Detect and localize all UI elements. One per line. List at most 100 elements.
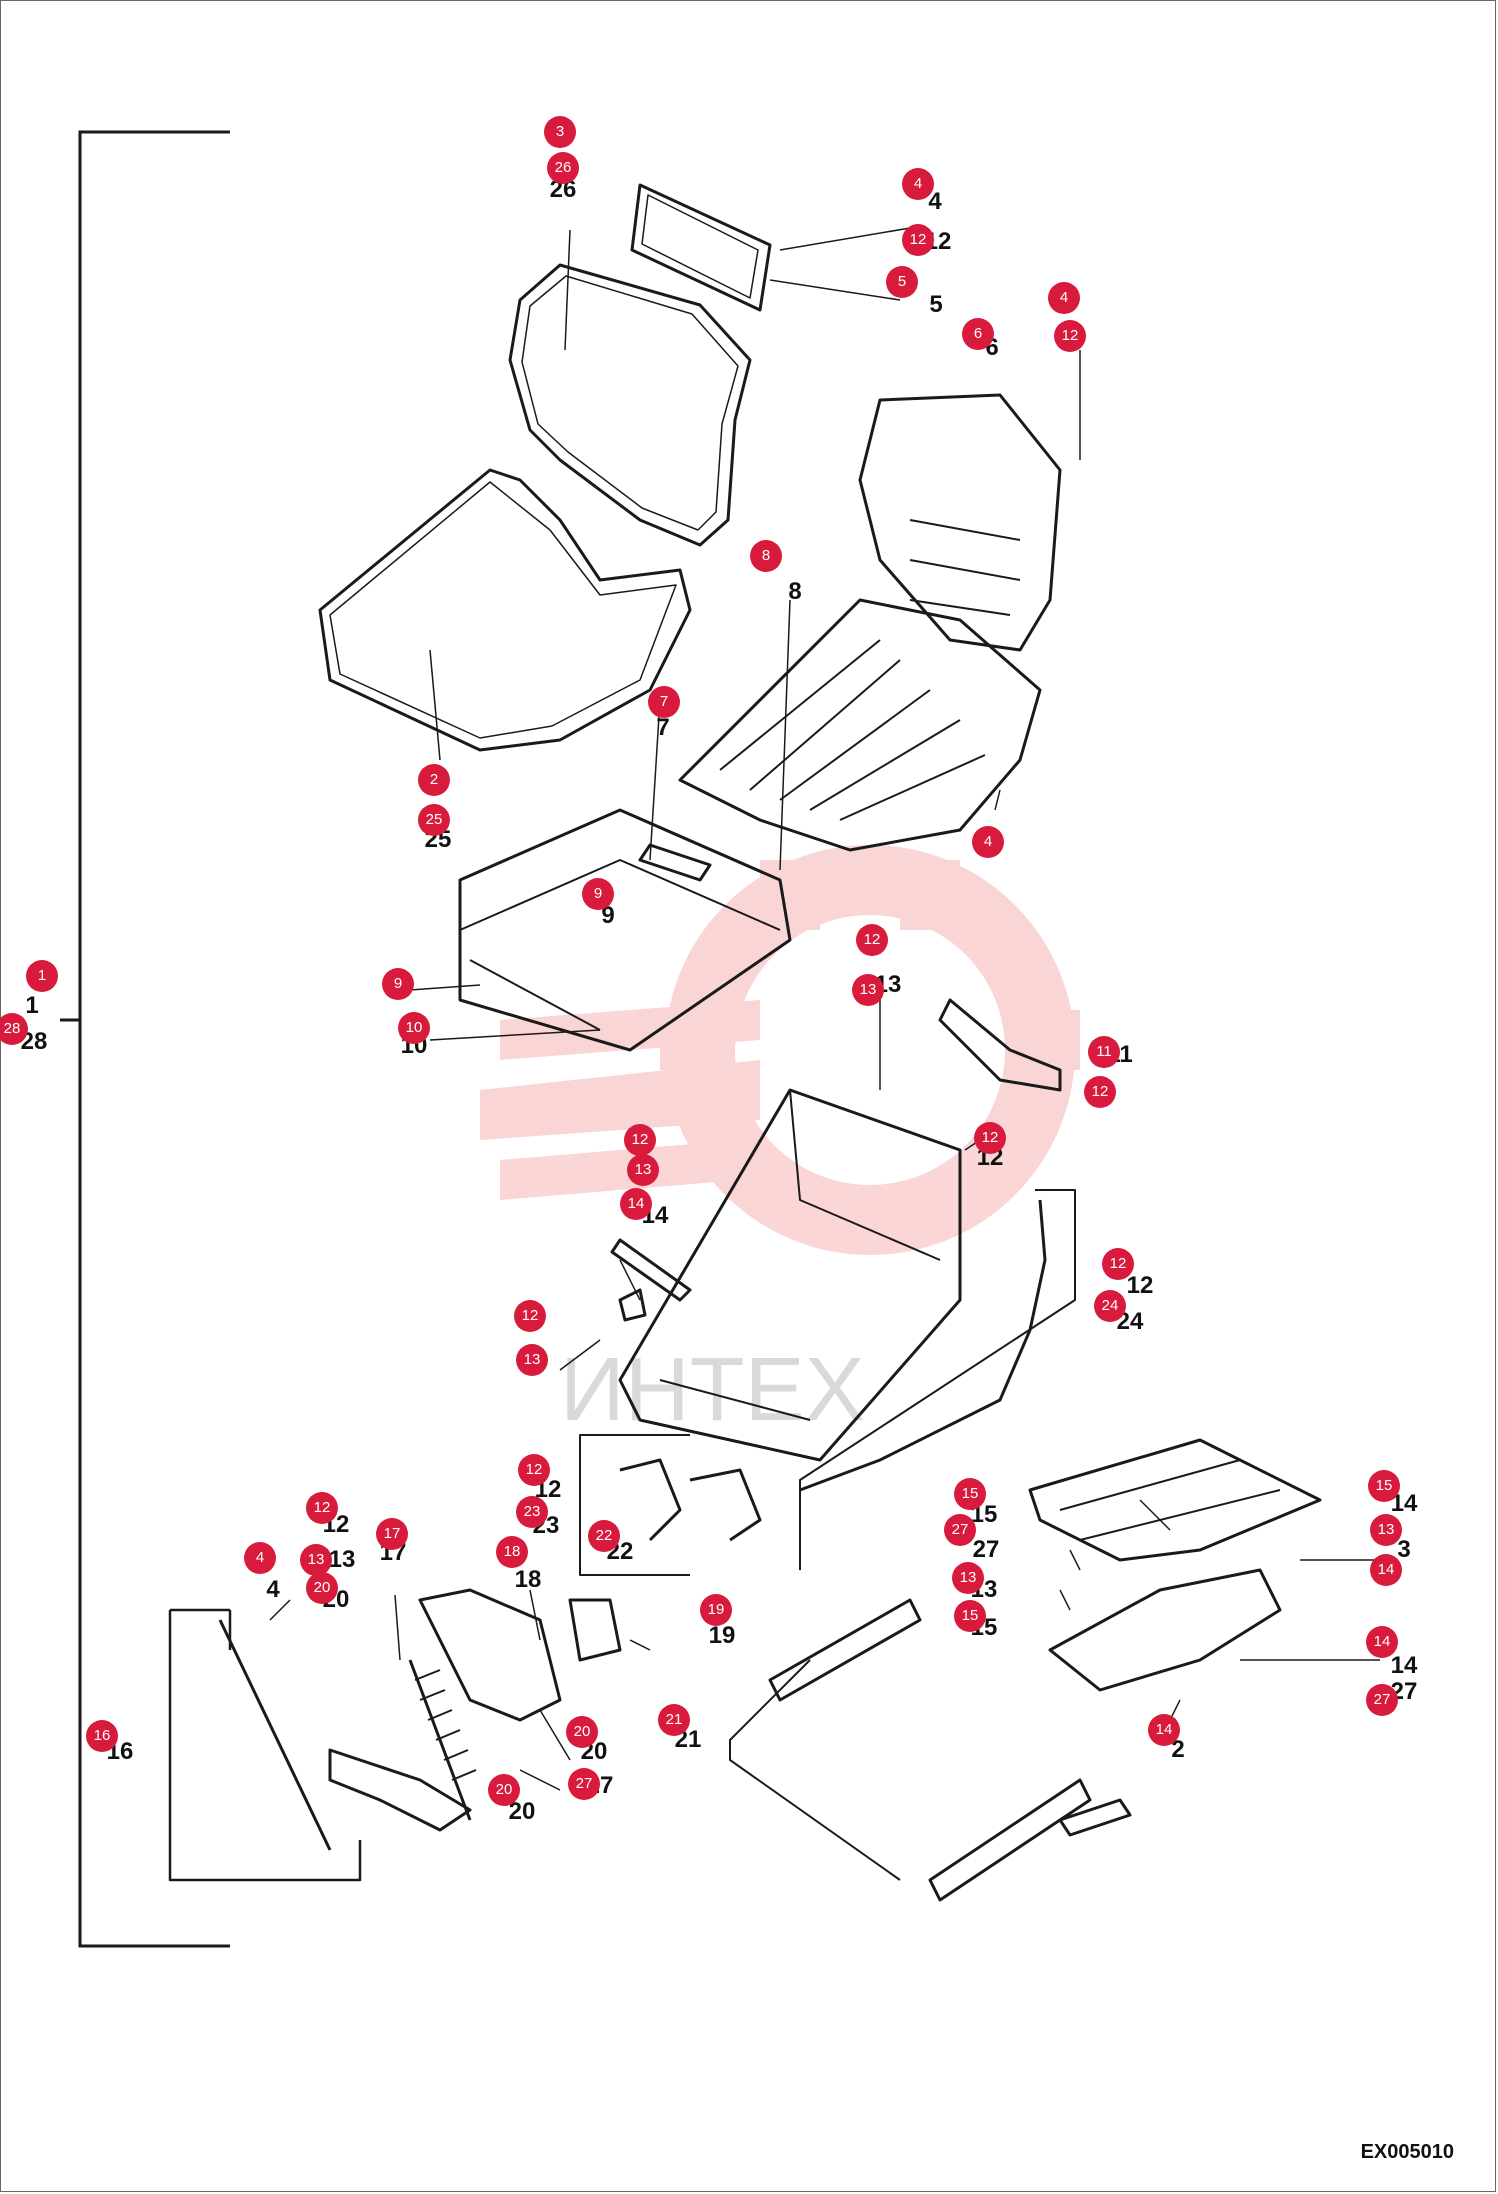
callout-20[interactable]: 20 — [488, 1774, 520, 1806]
callout-12[interactable]: 12 — [1102, 1248, 1134, 1280]
callout-14[interactable]: 14 — [620, 1188, 652, 1220]
callout-27[interactable]: 27 — [1366, 1684, 1398, 1716]
callout-17[interactable]: 17 — [376, 1518, 408, 1550]
part-label: 9 — [601, 902, 615, 929]
callout-14[interactable]: 14 — [1148, 1714, 1180, 1746]
callout-13[interactable]: 13 — [627, 1154, 659, 1186]
seat-pan — [678, 598, 1042, 852]
seat-cushion — [318, 468, 692, 752]
headrest-cover — [630, 183, 772, 312]
part-label: 12 — [1126, 1272, 1154, 1299]
overall-bracket — [60, 130, 230, 1948]
callout-8[interactable]: 8 — [750, 540, 782, 572]
part-label: 18 — [514, 1566, 542, 1593]
backrest-cushion — [508, 263, 752, 547]
callout-13[interactable]: 13 — [300, 1544, 332, 1576]
callout-21[interactable]: 21 — [658, 1704, 690, 1736]
callout-20[interactable]: 20 — [566, 1716, 598, 1748]
callout-4[interactable]: 4 — [902, 168, 934, 200]
callout-23[interactable]: 23 — [516, 1496, 548, 1528]
bracket-11 — [938, 998, 1062, 1092]
callout-11[interactable]: 11 — [1088, 1036, 1120, 1068]
part-label: 27 — [972, 1536, 1000, 1563]
callout-1[interactable]: 1 — [26, 960, 58, 992]
callout-13[interactable]: 13 — [1370, 1514, 1402, 1546]
bracket-22-box — [579, 1434, 690, 1576]
leader-lines — [269, 227, 1380, 1791]
part-label: 8 — [788, 578, 802, 605]
callout-18[interactable]: 18 — [496, 1536, 528, 1568]
callout-27[interactable]: 27 — [944, 1514, 976, 1546]
bracket-18 — [418, 1588, 562, 1722]
callout-5[interactable]: 5 — [886, 266, 918, 298]
callout-12[interactable]: 12 — [974, 1122, 1006, 1154]
callout-3[interactable]: 3 — [544, 116, 576, 148]
callout-14[interactable]: 14 — [1366, 1626, 1398, 1658]
drawing-code: EX005010 — [1360, 2141, 1454, 2163]
callout-16[interactable]: 16 — [86, 1720, 118, 1752]
callout-12[interactable]: 12 — [902, 224, 934, 256]
callout-12[interactable]: 12 — [1054, 320, 1086, 352]
callout-15[interactable]: 15 — [1368, 1470, 1400, 1502]
part-label: 13 — [328, 1546, 356, 1573]
parts-linework — [168, 183, 1322, 1902]
brackets-22 — [619, 1458, 762, 1542]
linkage — [328, 1748, 472, 1832]
rail-21 — [768, 1598, 922, 1702]
callout-26[interactable]: 26 — [547, 152, 579, 184]
callout-7[interactable]: 7 — [648, 686, 680, 718]
callout-4[interactable]: 4 — [1048, 282, 1080, 314]
callout-13[interactable]: 13 — [852, 974, 884, 1006]
cable-24 — [799, 1199, 1047, 1492]
callout-20[interactable]: 20 — [306, 1572, 338, 1604]
part-label: 4 — [928, 188, 942, 215]
strip-14 — [610, 1238, 692, 1302]
gas-strut-16 — [218, 1619, 332, 1851]
callout-12[interactable]: 12 — [1084, 1076, 1116, 1108]
callout-4[interactable]: 4 — [244, 1542, 276, 1574]
callout-28[interactable]: 28 — [0, 1013, 28, 1045]
part-label: 14 — [1390, 1652, 1418, 1679]
part-label: 5 — [929, 291, 943, 318]
callout-13[interactable]: 13 — [952, 1562, 984, 1594]
part-label: 1 — [25, 992, 39, 1019]
callout-12[interactable]: 12 — [514, 1300, 546, 1332]
callout-12[interactable]: 12 — [624, 1124, 656, 1156]
callout-2[interactable]: 2 — [418, 764, 450, 796]
strut-bracket — [168, 1608, 362, 1882]
callout-13[interactable]: 13 — [516, 1344, 548, 1376]
callout-12[interactable]: 12 — [518, 1454, 550, 1486]
seat-frame — [458, 808, 792, 1052]
callout-12[interactable]: 12 — [306, 1492, 338, 1524]
watermark-text: ИНТЕХ — [560, 1340, 865, 1440]
watermark-logo — [480, 845, 1080, 1255]
bracket-bracket-24 — [799, 1189, 1076, 1570]
spring-17 — [408, 1659, 472, 1821]
callout-15[interactable]: 15 — [954, 1478, 986, 1510]
part-label: 3 — [1397, 1536, 1411, 1563]
clip-12 — [618, 1288, 647, 1322]
callout-25[interactable]: 25 — [418, 804, 450, 836]
bracket-19 — [568, 1598, 622, 1662]
slide-rails-15 — [1028, 1438, 1322, 1562]
part-label: 7 — [656, 714, 670, 741]
part-label: 4 — [266, 1576, 280, 1603]
callout-14[interactable]: 14 — [1370, 1554, 1402, 1586]
callout-22[interactable]: 22 — [588, 1520, 620, 1552]
callout-24[interactable]: 24 — [1094, 1290, 1126, 1322]
callout-15[interactable]: 15 — [954, 1600, 986, 1632]
callout-10[interactable]: 10 — [398, 1012, 430, 1044]
callout-9[interactable]: 9 — [382, 968, 414, 1000]
callout-27[interactable]: 27 — [568, 1768, 600, 1800]
bracket-21 — [729, 1659, 901, 1881]
backrest-frame — [858, 393, 1062, 652]
callout-6[interactable]: 6 — [962, 318, 994, 350]
base-plate-14 — [1048, 1568, 1282, 1692]
part-label: 2 — [1171, 1736, 1185, 1763]
callout-4[interactable]: 4 — [972, 826, 1004, 858]
callout-9[interactable]: 9 — [582, 878, 614, 910]
callout-19[interactable]: 19 — [700, 1594, 732, 1626]
callout-12[interactable]: 12 — [856, 924, 888, 956]
